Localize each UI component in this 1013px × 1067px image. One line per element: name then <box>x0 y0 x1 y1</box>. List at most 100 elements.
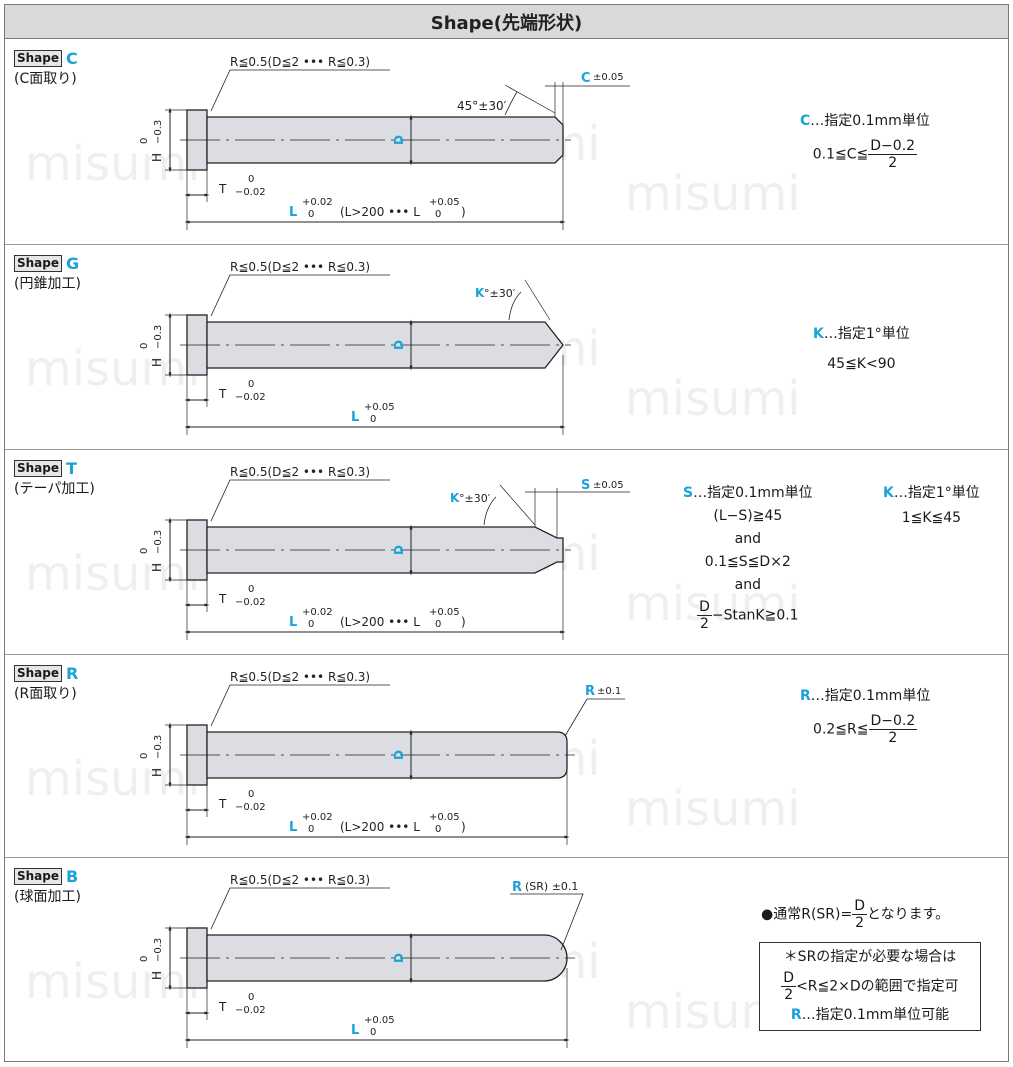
shape-g-drawing: misumimisumimisumiDH−0.30T0−0.02L+0.050R… <box>25 260 801 435</box>
shape-r-drawing: misumimisumimisumiDH−0.30T0−0.02L+0.020(… <box>25 670 801 845</box>
head-tol-up: 0 <box>139 138 150 144</box>
head-label: H <box>150 768 164 777</box>
shape-label: Shape <box>14 255 63 272</box>
length-cond-tol-low: 0 <box>435 619 441 630</box>
shape-code: C <box>66 49 78 68</box>
shape-t-s-note: S…指定0.1mm単位 (L−S)≧45 and 0.1≦S≦D×2 and D… <box>683 485 813 632</box>
thickness-tol-up: 0 <box>248 992 254 1003</box>
shape-label: Shape <box>14 665 63 682</box>
shape-g-note: K…指定1°単位 45≦K<90 <box>813 326 910 372</box>
length-label: L <box>289 820 297 835</box>
watermark-text: misumi <box>625 371 801 427</box>
length-tol-up: +0.05 <box>364 402 395 413</box>
radius-leader <box>210 274 390 317</box>
angle-var: K <box>475 286 485 300</box>
tip-label: R <box>512 880 522 895</box>
diameter-label: D <box>392 750 406 760</box>
shape-name: (円錐加工) <box>14 276 81 292</box>
length-condition: (L>200 ••• L <box>340 615 420 629</box>
watermark-text: misumi <box>25 954 201 1010</box>
shape-code: B <box>66 867 79 886</box>
angle-note: °±30′ <box>459 492 491 505</box>
length-cond-tol-low: 0 <box>435 209 441 220</box>
watermark-text: misumi <box>25 546 201 602</box>
thickness-tol-low: −0.02 <box>235 187 266 198</box>
length-condition: (L>200 ••• L <box>340 205 420 219</box>
head-tol-up: 0 <box>139 956 150 962</box>
head-label: H <box>150 563 164 572</box>
angle-note: 45°±30′ <box>457 99 507 113</box>
radius-note: R≦0.5(D≦2 ••• R≦0.3) <box>230 465 370 479</box>
length-cond-close: ) <box>461 205 466 219</box>
tip-label: C <box>581 71 591 86</box>
tip-leader <box>564 698 625 737</box>
shape-b-drawing: misumimisumimisumiDH−0.30T0−0.02L+0.050R… <box>25 873 801 1048</box>
length-tol-low: 0 <box>308 824 314 835</box>
watermark-text: misumi <box>25 136 201 192</box>
tip-label: R <box>585 684 595 699</box>
length-cond-tol-up: +0.05 <box>429 812 460 823</box>
thickness-tol-low: −0.02 <box>235 802 266 813</box>
tip-tolerance: ±0.05 <box>593 480 624 491</box>
length-tol-low: 0 <box>370 414 376 425</box>
tip-leader <box>510 893 584 951</box>
length-tol-low: 0 <box>370 1027 376 1038</box>
length-label: L <box>289 615 297 630</box>
radius-note: R≦0.5(D≦2 ••• R≦0.3) <box>230 670 370 684</box>
thickness-label: T <box>218 1000 227 1014</box>
head-label: H <box>150 153 164 162</box>
length-cond-tol-up: +0.05 <box>429 607 460 618</box>
angle-ext-line <box>504 84 556 114</box>
length-tol-up: +0.02 <box>302 607 333 618</box>
length-tol-low: 0 <box>308 209 314 220</box>
angle-arc <box>508 291 522 321</box>
pin-body <box>206 934 568 982</box>
thickness-tol-low: −0.02 <box>235 597 266 608</box>
shape-t-k-note: K…指定1°単位 1≦K≦45 <box>883 485 980 526</box>
tip-tolerance: ±0.05 <box>593 72 624 83</box>
thickness-tol-up: 0 <box>248 174 254 185</box>
radius-note: R≦0.5(D≦2 ••• R≦0.3) <box>230 260 370 274</box>
watermark-text: misumi <box>25 341 201 397</box>
head-tol-low: −0.3 <box>153 735 164 759</box>
radius-leader <box>210 684 390 727</box>
head-tol-up: 0 <box>139 343 150 349</box>
head-label: H <box>150 971 164 980</box>
head-tol-low: −0.3 <box>153 120 164 144</box>
diameter-label: D <box>392 953 406 963</box>
length-cond-close: ) <box>461 615 466 629</box>
head-tol-low: −0.3 <box>153 530 164 554</box>
length-tol-low: 0 <box>308 619 314 630</box>
head-tol-low: −0.3 <box>153 938 164 962</box>
length-cond-close: ) <box>461 820 466 834</box>
diameter-label: D <box>392 135 406 145</box>
shape-label: Shape <box>14 50 63 67</box>
shape-c-drawing: misumimisumimisumiDH−0.30T0−0.02L+0.020(… <box>25 55 801 230</box>
radius-leader <box>210 69 390 112</box>
thickness-tol-up: 0 <box>248 584 254 595</box>
thickness-tol-up: 0 <box>248 379 254 390</box>
tip-label: S <box>581 478 590 493</box>
angle-ext-line <box>499 484 536 526</box>
length-label: L <box>289 205 297 220</box>
shape-label: Shape <box>14 460 63 477</box>
diameter-label: D <box>392 340 406 350</box>
shape-name: (C面取り) <box>14 71 77 87</box>
watermark-text: misumi <box>625 781 801 837</box>
length-condition: (L>200 ••• L <box>340 820 420 834</box>
radius-note: R≦0.5(D≦2 ••• R≦0.3) <box>230 873 370 887</box>
angle-arc <box>504 91 518 116</box>
angle-var: K <box>450 491 460 505</box>
head-tol-up: 0 <box>139 753 150 759</box>
radius-leader <box>210 887 390 930</box>
length-tol-up: +0.02 <box>302 197 333 208</box>
angle-ext-line <box>524 279 551 321</box>
shape-name: (テーパ加工) <box>14 481 95 497</box>
length-label: L <box>351 410 359 425</box>
panel-title: Shape(先端形状) <box>5 5 1008 39</box>
